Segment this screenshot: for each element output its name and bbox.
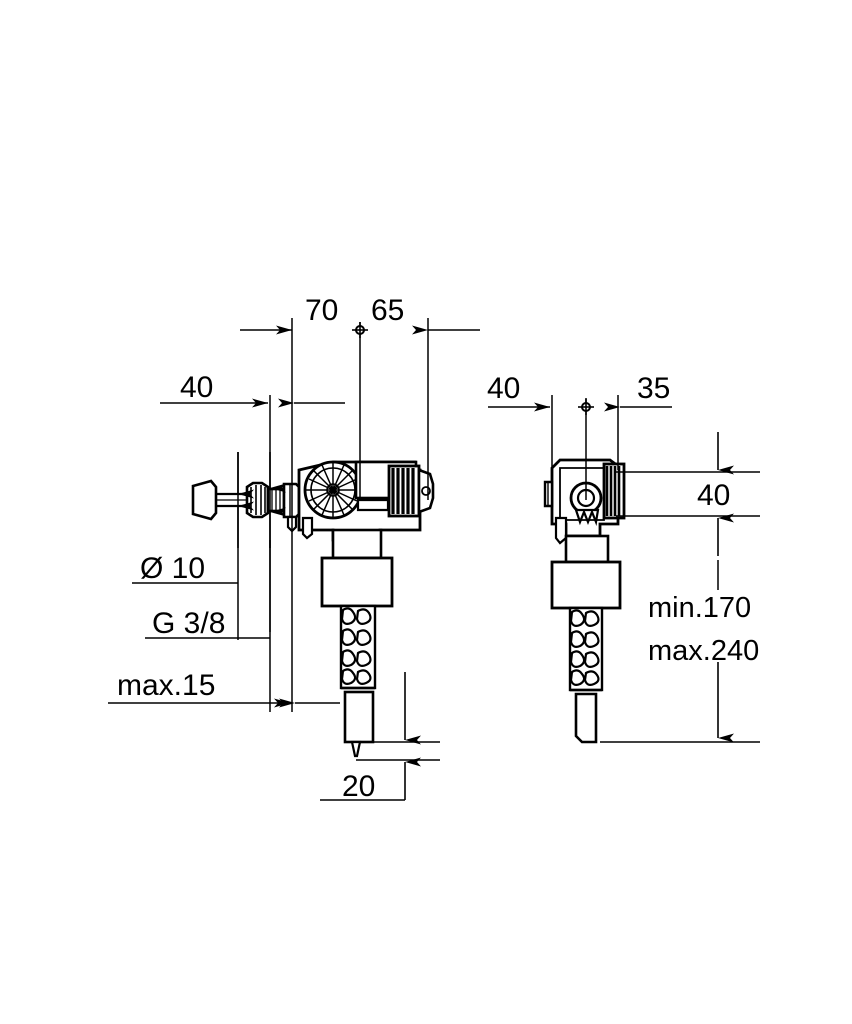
nozzle-cap xyxy=(191,479,218,521)
center-mark-side xyxy=(578,399,594,415)
braided-hose xyxy=(339,604,377,690)
side-view-dimensions xyxy=(488,395,760,743)
label-dim-35: 35 xyxy=(637,372,670,405)
diaphragm-cover xyxy=(303,460,363,520)
knob-pivot xyxy=(421,486,431,496)
label-dim-40-left: 40 xyxy=(180,371,213,404)
side-coupling-nut xyxy=(550,560,622,610)
label-dim-max240: max.240 xyxy=(648,635,759,667)
adjustment-knob xyxy=(387,464,435,518)
body-fin xyxy=(301,516,314,540)
side-fin xyxy=(554,516,568,545)
side-view-geometry xyxy=(543,458,626,744)
front-view-geometry xyxy=(191,460,435,758)
label-dim-g38: G 3/8 xyxy=(152,607,225,640)
side-neck xyxy=(564,534,610,564)
label-dim-40-vert: 40 xyxy=(697,479,730,512)
label-dim-40-right: 40 xyxy=(487,372,520,405)
label-dim-70: 70 xyxy=(305,294,338,327)
label-dim-dia-10: Ø 10 xyxy=(140,552,205,585)
float-lever xyxy=(356,498,390,512)
label-dim-min170: min.170 xyxy=(648,592,751,624)
label-dim-20: 20 xyxy=(342,770,375,803)
dimension-labels: 70 65 40 Ø 10 G 3/8 max.15 20 40 35 40 m… xyxy=(117,294,759,803)
front-view-dimensions xyxy=(108,318,480,801)
label-dim-max15: max.15 xyxy=(117,669,215,702)
side-body-inner xyxy=(559,467,605,521)
center-mark-front xyxy=(352,322,368,338)
side-adjustment-knob xyxy=(602,462,626,520)
label-dim-65: 65 xyxy=(371,294,404,327)
side-braided-hose xyxy=(568,606,604,692)
side-outlet-tube xyxy=(574,692,598,744)
valve-neck xyxy=(331,528,383,560)
coupling-nut xyxy=(320,556,394,608)
outlet-tube xyxy=(343,690,375,744)
